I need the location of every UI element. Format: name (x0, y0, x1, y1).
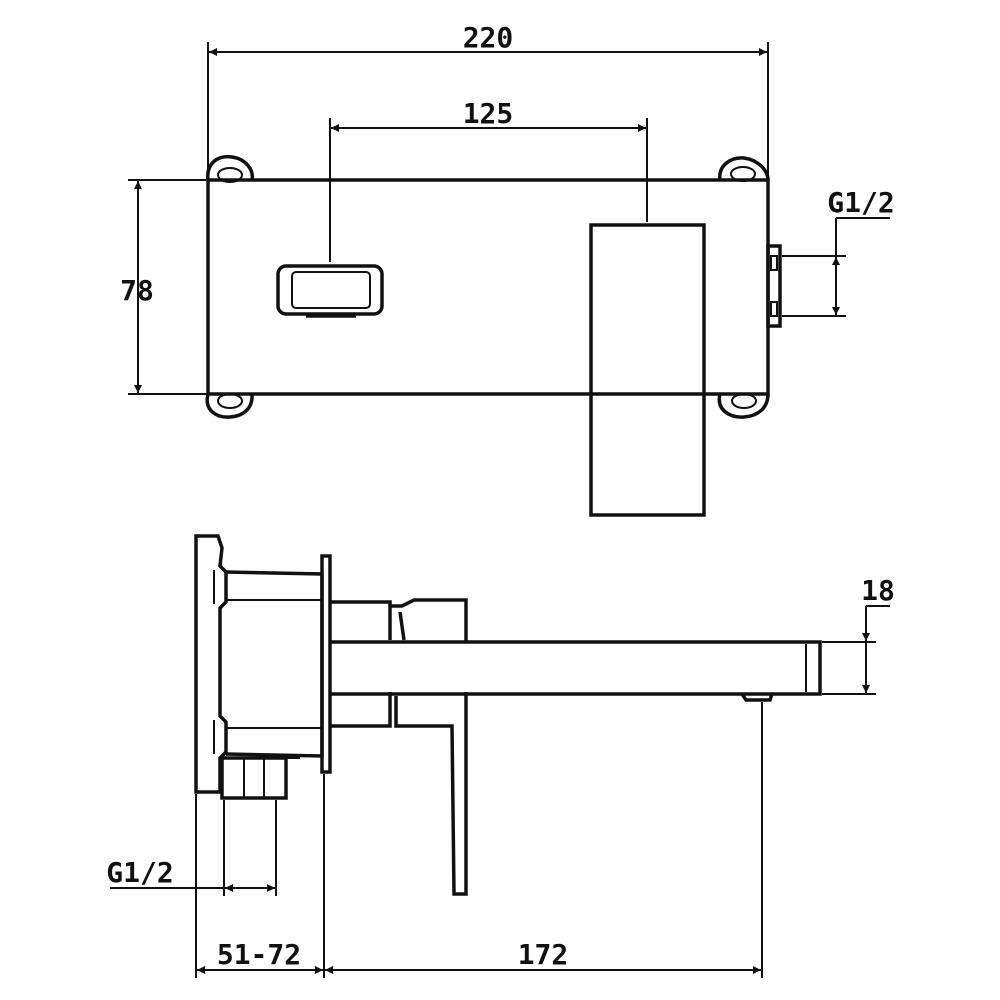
mixer-handle-front (276, 264, 384, 318)
dimension-thread-top: G1/2 (782, 186, 895, 317)
spout-reach-label: 172 (518, 938, 569, 971)
dimension-spout-height: 18 (822, 574, 895, 695)
handle-to-spout-label: 125 (463, 97, 514, 130)
plate-height-label: 78 (120, 274, 154, 307)
handle-body-side (330, 598, 468, 896)
dimension-plate-height: 78 (120, 179, 588, 395)
dimension-wall-range: 51-72 (195, 774, 325, 978)
mounting-ear-top-left (206, 154, 255, 183)
overall-width-label: 220 (463, 21, 514, 54)
thread-bottom-label: G1/2 (106, 856, 173, 889)
dimension-overall-width: 220 (207, 21, 769, 178)
dimension-spout-reach: 172 (325, 702, 763, 978)
valve-body-rear (194, 534, 228, 794)
mounting-ear-bottom-right (717, 393, 770, 419)
dimension-thread-bottom: G1/2 (106, 800, 277, 896)
mounting-ear-top-right (718, 156, 770, 182)
side-view (194, 534, 822, 896)
thread-top-label: G1/2 (827, 186, 894, 219)
wall-cover-plate (320, 554, 332, 774)
dimension-handle-to-spout: 125 (329, 97, 648, 262)
spout-height-label: 18 (861, 574, 895, 607)
inlet-fitting (220, 756, 300, 800)
mounting-ear-bottom-left (205, 393, 254, 419)
wall-range-label: 51-72 (217, 938, 301, 971)
front-view (205, 154, 782, 517)
spout-front (589, 223, 706, 517)
spout-side (330, 640, 822, 702)
side-connector (766, 244, 782, 328)
